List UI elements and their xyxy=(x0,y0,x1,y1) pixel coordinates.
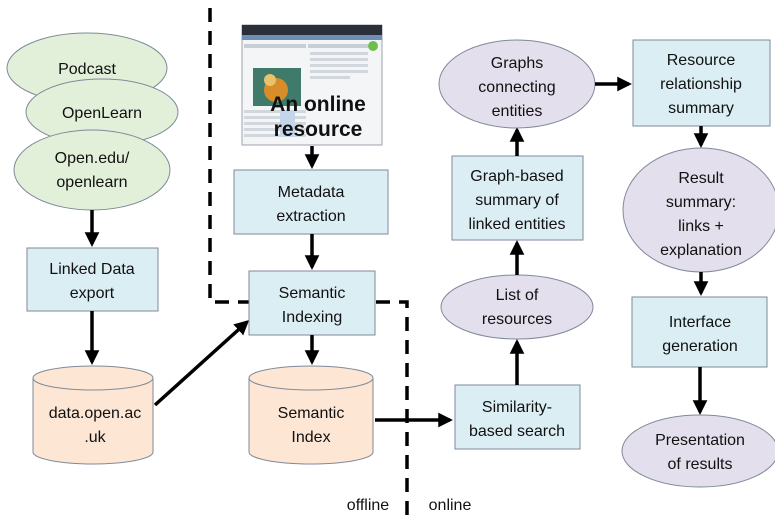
data-open-line1: data.open.ac xyxy=(49,405,142,422)
interface-generation-line2: generation xyxy=(662,338,738,355)
semantic-index-line1: Semantic xyxy=(278,405,345,422)
graph-summary-line3: linked entities xyxy=(469,216,566,233)
result-summary-line2: summary: xyxy=(666,194,736,211)
online-label: online xyxy=(429,497,472,514)
linked-data-export-line1: Linked Data xyxy=(49,261,134,278)
graphs-connecting-line1: Graphs xyxy=(491,55,543,72)
open-edu-ellipse xyxy=(13,129,171,211)
resource-relationship-line2: relationship xyxy=(660,76,742,93)
podcast-label: Podcast xyxy=(58,61,116,78)
result-summary-line3: links + xyxy=(678,218,724,235)
similarity-search-line1: Similarity- xyxy=(482,399,552,416)
semantic-indexing-box xyxy=(248,270,376,336)
interface-generation-box xyxy=(631,296,768,368)
open-edu-label-line2: openlearn xyxy=(56,174,127,191)
similarity-search-box xyxy=(454,384,581,450)
data-open-line2: .uk xyxy=(84,429,106,446)
graph-summary-line2: summary of xyxy=(475,192,559,209)
presentation-ellipse xyxy=(621,414,775,488)
online-resource-line1: An online xyxy=(270,93,366,116)
offline-label: offline xyxy=(347,497,390,514)
metadata-extraction-line1: Metadata xyxy=(278,184,345,201)
result-summary-line4: explanation xyxy=(660,242,742,259)
graphs-connecting-line3: entities xyxy=(492,103,543,120)
online-resource-line2: resource xyxy=(274,118,363,141)
result-summary-line1: Result xyxy=(678,170,724,187)
presentation-line2: of results xyxy=(668,456,733,473)
semantic-indexing-line1: Semantic xyxy=(279,285,346,302)
semantic-index-line2: Index xyxy=(291,429,330,446)
open-edu-label-line1: Open.edu/ xyxy=(55,150,130,167)
resource-relationship-line1: Resource xyxy=(667,52,736,69)
graph-summary-box xyxy=(451,155,584,241)
resource-relationship-line3: summary xyxy=(668,100,734,117)
semantic-index-cylinder xyxy=(248,365,374,465)
data-open-cylinder xyxy=(32,365,154,465)
linked-data-export-line2: export xyxy=(70,285,115,302)
graphs-connecting-line2: connecting xyxy=(478,79,555,96)
similarity-search-line2: based search xyxy=(469,423,565,440)
openlearn-label: OpenLearn xyxy=(62,105,142,122)
metadata-extraction-line2: extraction xyxy=(276,208,345,225)
interface-generation-line1: Interface xyxy=(669,314,731,331)
list-of-resources-ellipse xyxy=(440,274,594,340)
resource-relationship-box xyxy=(632,39,771,127)
online-resource-thumbnail xyxy=(241,24,383,146)
arrow-store-to-indexing xyxy=(153,320,250,407)
metadata-extraction-box xyxy=(233,169,389,235)
list-of-resources-line1: List of xyxy=(496,287,539,304)
graph-summary-line1: Graph-based xyxy=(470,168,563,185)
semantic-indexing-line2: Indexing xyxy=(282,309,343,326)
presentation-line1: Presentation xyxy=(655,432,745,449)
list-of-resources-line2: resources xyxy=(482,311,552,328)
linked-data-export-box xyxy=(26,247,159,312)
